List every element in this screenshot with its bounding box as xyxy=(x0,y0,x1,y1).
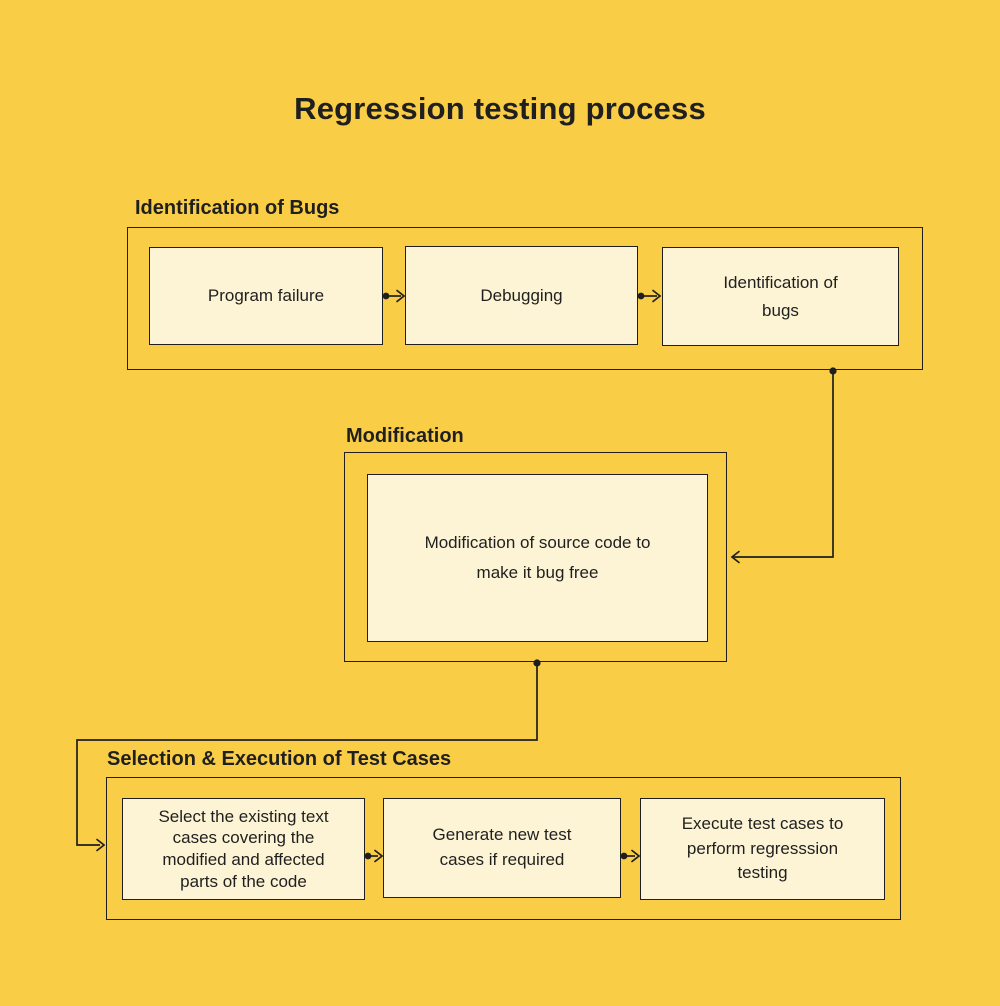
diagram-title: Regression testing process xyxy=(294,91,706,126)
node-program-failure: Program failure xyxy=(149,247,383,345)
section-header-selection-execution-test-cases: Selection & Execution of Test Cases xyxy=(107,748,452,770)
node-generate-new-test-cases: Generate new test cases if required xyxy=(383,798,621,898)
node-execute-test-cases: Execute test cases to perform regresssio… xyxy=(640,798,885,900)
section-header-identification-of-bugs: Identification of Bugs xyxy=(135,197,340,219)
node-modification-of-source-code: Modification of source code to make it b… xyxy=(367,474,708,642)
node-select-existing-test-cases: Select the existing text cases covering … xyxy=(122,798,365,900)
connector-identification-section-to-modification-section xyxy=(730,367,837,564)
section-header-modification: Modification xyxy=(346,425,464,447)
node-debugging: Debugging xyxy=(405,246,638,345)
section-container-identification-of-bugs xyxy=(127,227,923,370)
node-identification-of-bugs: Identification of bugs xyxy=(662,247,899,346)
